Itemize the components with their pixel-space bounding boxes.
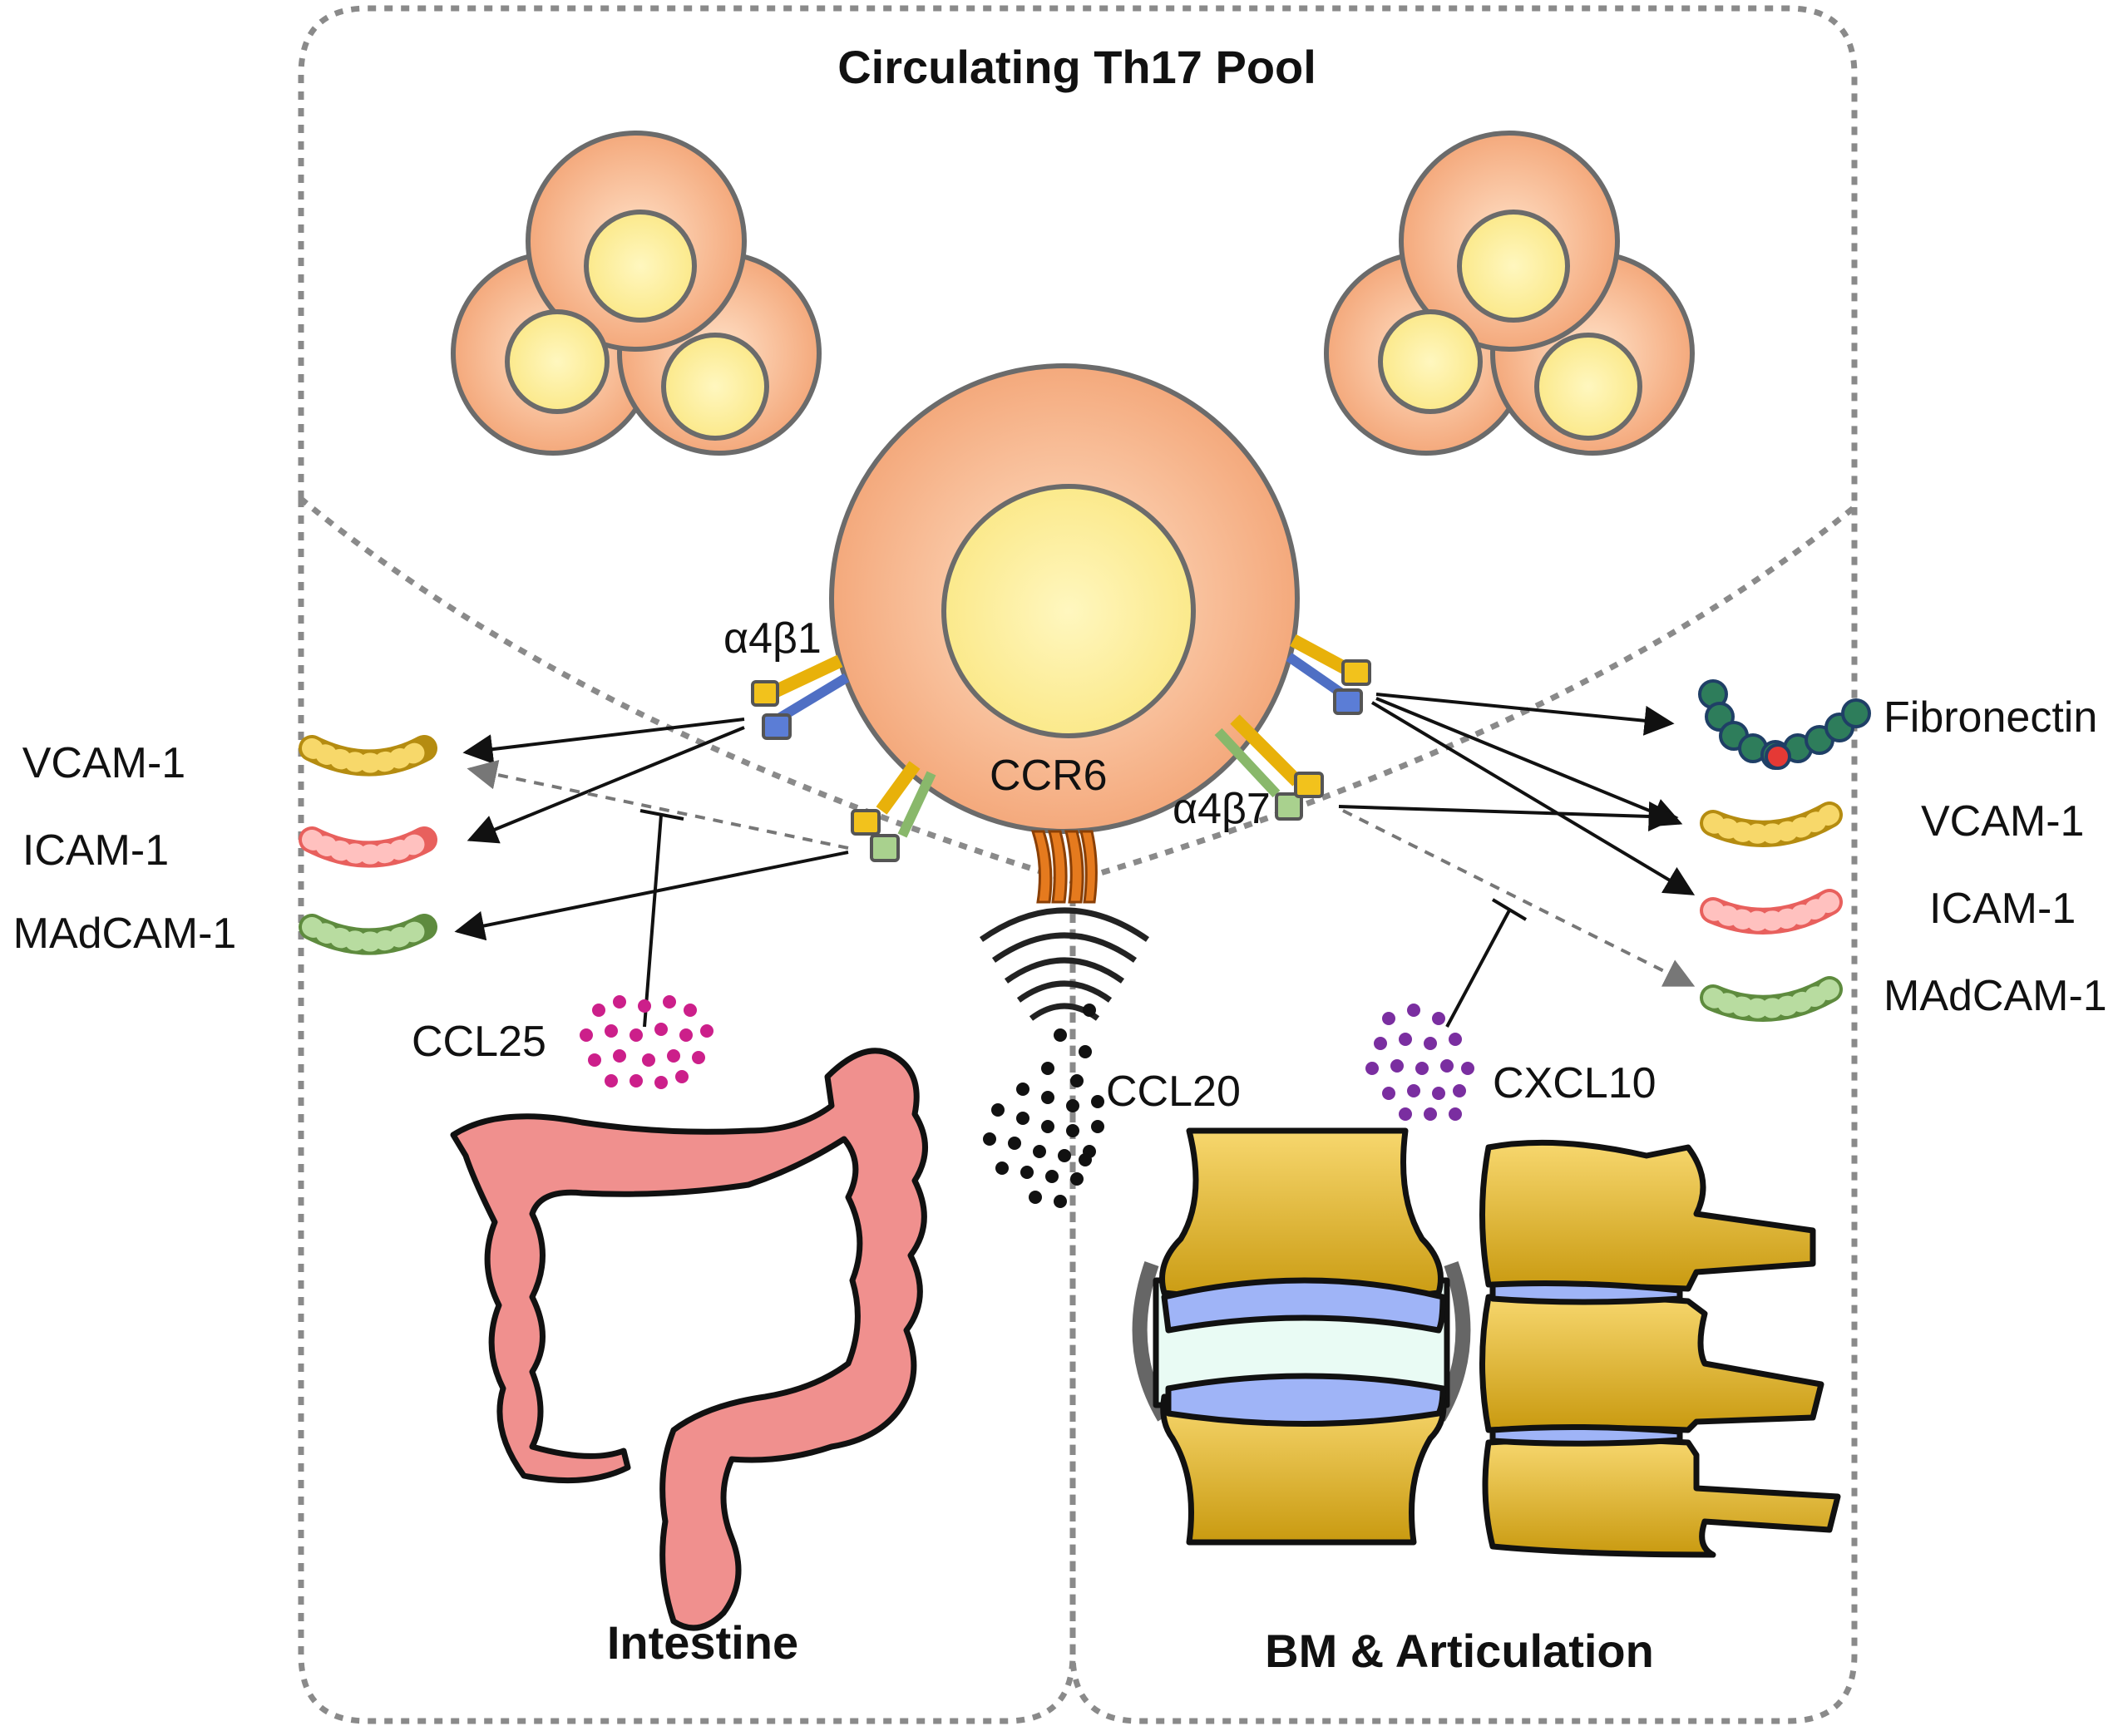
inhibition-cxcl10 [1445,898,1528,1028]
cxcl10-dots [1365,1004,1474,1121]
inhibition-ccl25 [639,809,684,1028]
right-ligand-icam: ICAM-1 [1929,885,2076,933]
label-ccl20: CCL20 [1106,1068,1241,1116]
integrin-a4b1-left [751,654,850,740]
label-ccr6: CCR6 [990,752,1108,800]
arrows-right [1338,693,1696,987]
ccl25-dots [580,995,713,1089]
diagram-title: Circulating Th17 Pool [837,41,1316,93]
th17-cell-main [829,363,1300,834]
label-a4b7: α4β7 [1173,785,1271,833]
left-ligand-madcam: MAdCAM-1 [13,910,237,958]
left-ligand-icam: ICAM-1 [22,826,169,875]
right-ligand-vcam: VCAM-1 [1921,797,2084,846]
right-ligand-fibronectin: Fibronectin [1884,693,2097,742]
label-a4b1: α4β1 [723,614,822,663]
integrin-a4b7-left [851,761,936,862]
articulation-border [1069,507,1858,1724]
left-ligand-vcam: VCAM-1 [22,739,185,787]
compartment-borders [298,5,1858,1724]
intestine-border [298,499,1076,1724]
joint-illustration [1132,1127,1471,1546]
cell-cluster-right [1324,131,1695,456]
cell-cluster-left [451,131,822,456]
integrin-a4b7-right [1214,714,1324,821]
label-cxcl10: CXCL10 [1493,1059,1656,1107]
right-ligand-chains [1700,801,1843,1022]
fibronectin-chain [1698,679,1871,770]
right-ligand-madcam: MAdCAM-1 [1884,972,2107,1020]
section-label-intestine: Intestine [607,1616,798,1669]
arrows-left [454,718,849,941]
ccl20-signal-arcs [979,907,1150,1021]
left-ligand-chains [299,735,437,955]
spine-illustration [1479,1139,1841,1558]
integrin-a4b1-right [1286,634,1371,715]
label-ccl25: CCL25 [412,1018,546,1066]
section-label-articulation: BM & Articulation [1265,1625,1654,1677]
top-pool-border [298,5,1858,885]
intestine-illustration [450,1048,928,1631]
ccl20-dots [983,1004,1104,1208]
ccr6-receptor [1030,830,1098,904]
